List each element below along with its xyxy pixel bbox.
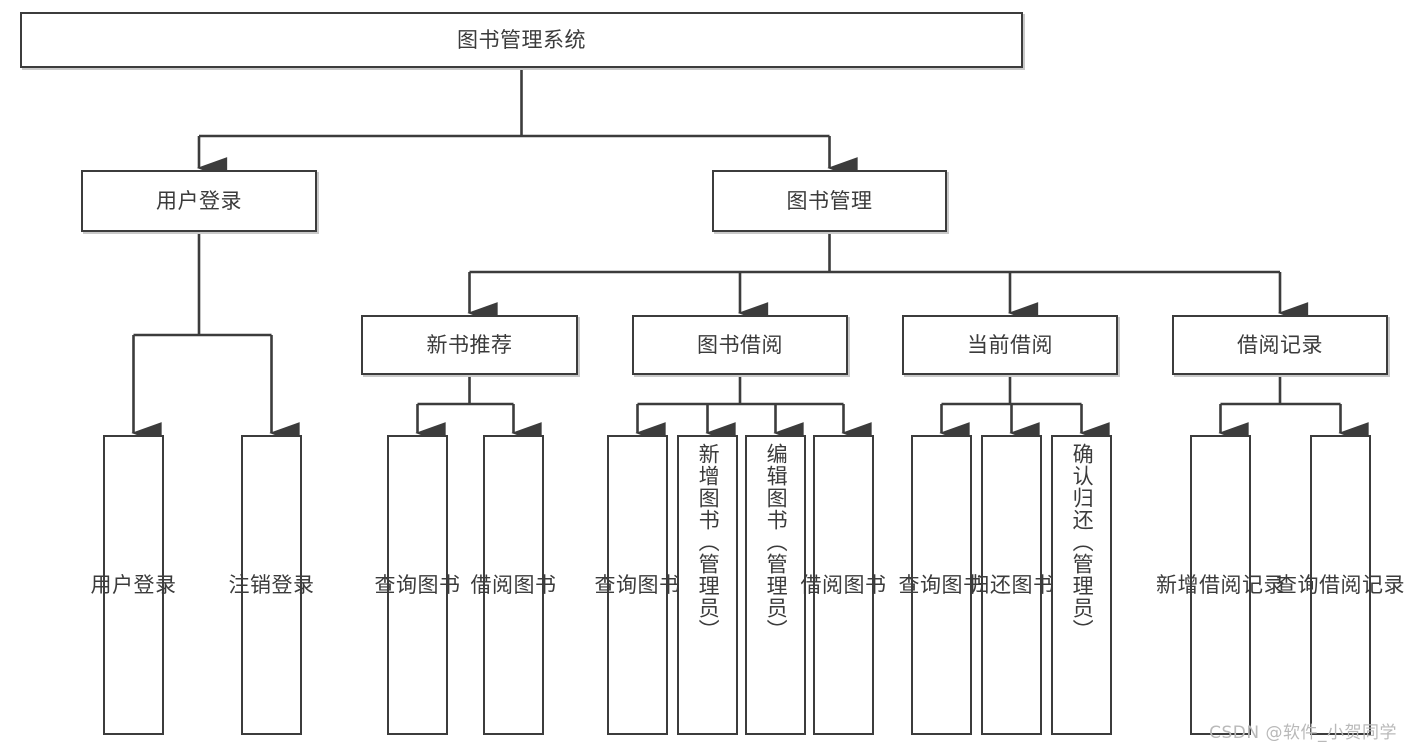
node-book-manage[interactable]: 图书管理 (712, 170, 947, 232)
node-current-borrow-label: 当前借阅 (967, 332, 1053, 357)
leaf-leaf-user-logout-label: 注销登录 (228, 572, 315, 597)
leaf-leaf-add-record[interactable]: 新增借阅记录 (1156, 435, 1285, 735)
edge-group (131, 68, 1369, 444)
node-book-borrow-label: 图书借阅 (697, 332, 783, 357)
node-new-book-rec-label: 新书推荐 (426, 332, 513, 357)
node-new-book-rec[interactable]: 新书推荐 (361, 315, 578, 375)
node-book-manage-label: 图书管理 (786, 188, 873, 213)
node-user-login[interactable]: 用户登录 (81, 170, 317, 232)
node-borrow-record[interactable]: 借阅记录 (1172, 315, 1388, 375)
leaf-leaf-add-book-label: 新增图书（管理员） (696, 443, 721, 641)
node-user-login-label: 用户登录 (156, 188, 242, 213)
leaf-leaf-query-book-bor[interactable]: 查询图书 (595, 435, 680, 735)
leaf-leaf-return-book-label: 归还图书 (968, 572, 1055, 597)
leaf-leaf-user-login[interactable]: 用户登录 (91, 435, 176, 735)
node-root[interactable]: 图书管理系统 (20, 12, 1023, 68)
leaf-leaf-query-record-label: 查询借阅记录 (1276, 572, 1405, 597)
leaf-leaf-borrow-book-bor[interactable]: 借阅图书 (801, 435, 886, 735)
leaf-leaf-confirm-return-label: 确认归还（管理员） (1070, 443, 1095, 641)
leaf-leaf-query-book-cur-label: 查询图书 (898, 572, 985, 597)
leaf-leaf-add-book[interactable]: 新增图书（管理员） (677, 435, 738, 735)
leaf-leaf-borrow-book-bor-label: 借阅图书 (800, 572, 887, 597)
csdn-watermark: CSDN @软件_小贺同学 (1209, 723, 1397, 743)
leaf-leaf-query-book-rec[interactable]: 查询图书 (375, 435, 460, 735)
leaf-leaf-query-record[interactable]: 查询借阅记录 (1276, 435, 1405, 735)
leaf-leaf-edit-book[interactable]: 编辑图书（管理员） (745, 435, 806, 735)
leaf-leaf-borrow-book-rec-label: 借阅图书 (470, 572, 557, 597)
node-borrow-record-label: 借阅记录 (1237, 332, 1323, 357)
leaf-leaf-query-book-bor-label: 查询图书 (594, 572, 681, 597)
node-root-label: 图书管理系统 (457, 27, 586, 52)
leaf-leaf-query-book-cur[interactable]: 查询图书 (899, 435, 984, 735)
node-book-borrow[interactable]: 图书借阅 (632, 315, 848, 375)
leaf-leaf-borrow-book-rec[interactable]: 借阅图书 (471, 435, 556, 735)
leaf-leaf-user-login-label: 用户登录 (90, 572, 177, 597)
leaf-leaf-query-book-rec-label: 查询图书 (374, 572, 461, 597)
leaf-leaf-user-logout[interactable]: 注销登录 (229, 435, 314, 735)
leaf-leaf-return-book[interactable]: 归还图书 (969, 435, 1054, 735)
leaf-leaf-confirm-return[interactable]: 确认归还（管理员） (1051, 435, 1112, 735)
leaf-leaf-edit-book-label: 编辑图书（管理员） (764, 443, 789, 641)
node-current-borrow[interactable]: 当前借阅 (902, 315, 1118, 375)
leaf-leaf-add-record-label: 新增借阅记录 (1156, 572, 1285, 597)
